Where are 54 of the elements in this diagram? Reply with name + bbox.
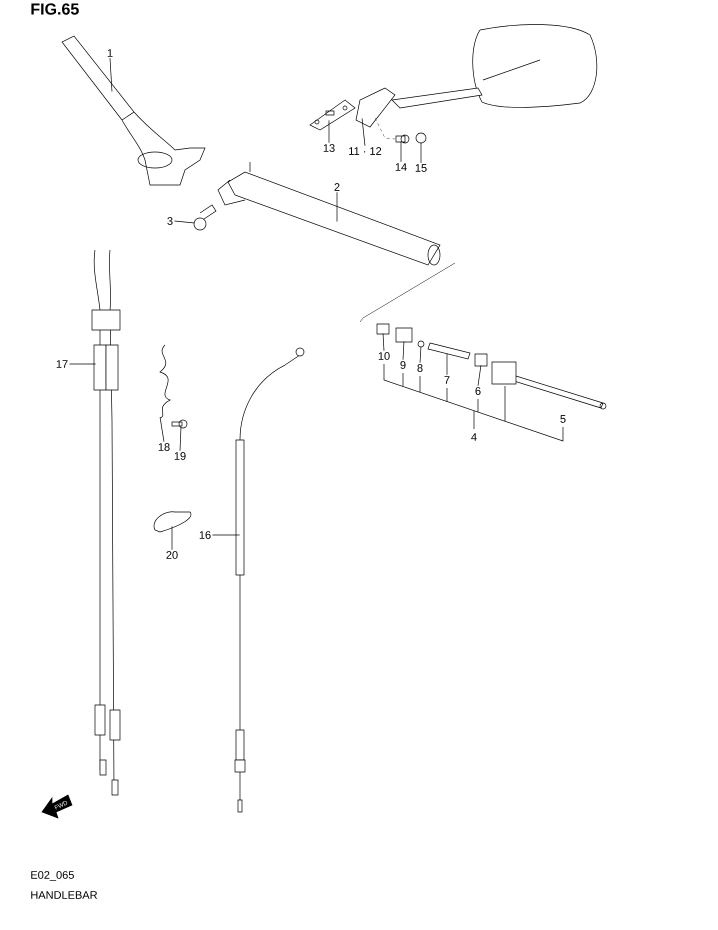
handlebar-drawing xyxy=(218,162,440,266)
callout-number: 2 xyxy=(332,182,342,192)
figure-title: FIG.65 xyxy=(31,3,79,15)
callout-number: 5 xyxy=(558,414,568,424)
leader-line xyxy=(402,341,404,360)
leader-line xyxy=(420,142,422,164)
collar-drawing xyxy=(474,354,488,366)
callout-number: 1 xyxy=(106,48,114,58)
callout-number: 14 xyxy=(394,162,408,172)
plate-drawing xyxy=(310,100,356,130)
leader-line xyxy=(180,427,182,452)
leader-line xyxy=(420,346,422,364)
screw-drawing xyxy=(374,118,410,144)
clip-drawing xyxy=(160,344,170,418)
cable-drawing xyxy=(234,348,304,812)
handlebar-drawing xyxy=(62,36,206,186)
washer-drawing xyxy=(418,340,424,348)
callout-number: 10 xyxy=(376,351,392,361)
leader-line xyxy=(362,118,366,146)
leader-line xyxy=(336,192,338,222)
callout-number: 9 xyxy=(398,360,408,370)
nut-drawing xyxy=(376,324,390,334)
callout-number: 13 xyxy=(322,143,336,153)
leader-line xyxy=(160,417,164,442)
bolt-drawing xyxy=(194,204,216,230)
callout-number: 18 xyxy=(156,442,172,452)
leader-line xyxy=(382,333,384,352)
callout-number: 4 xyxy=(470,432,478,442)
callout-number: 20 xyxy=(164,550,180,560)
callout-number: 16 xyxy=(198,530,212,540)
clip-drawing xyxy=(154,511,192,532)
leader-line xyxy=(328,120,330,144)
callout-number: 8 xyxy=(416,363,424,373)
caption-text: E02_065 xyxy=(31,871,74,881)
leader-line xyxy=(110,58,112,92)
leader-line xyxy=(400,141,402,162)
callout-number: 3 xyxy=(166,216,174,226)
caption-text: HANDLEBAR xyxy=(31,891,98,899)
cap-drawing xyxy=(416,132,426,144)
bolt-drawing xyxy=(172,420,188,428)
callout-number: 7 xyxy=(442,375,452,385)
mirror-drawing xyxy=(356,24,598,128)
leader-line xyxy=(174,220,195,224)
leader-line xyxy=(212,534,240,536)
callout-number: 11 · 12 xyxy=(347,146,383,156)
pin-drawing xyxy=(428,342,470,360)
leader-line xyxy=(478,365,482,386)
callout-number: 17 xyxy=(54,359,70,369)
callout-number: 19 xyxy=(172,451,188,461)
leader-line xyxy=(446,353,448,376)
callout-number: 6 xyxy=(474,386,482,396)
spacer-drawing xyxy=(396,328,412,342)
cable-drawing xyxy=(92,250,120,796)
callout-number: 15 xyxy=(414,163,428,173)
